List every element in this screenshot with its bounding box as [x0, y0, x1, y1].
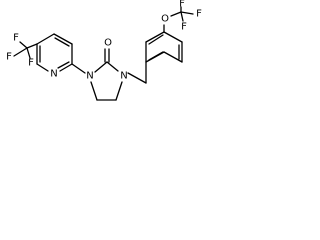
bond: [148, 51, 164, 61]
bond: [26, 43, 38, 49]
bond: [106, 61, 119, 72]
bond: [180, 11, 184, 22]
fluorine-label: F: [179, 0, 185, 10]
fluorine-label: F: [196, 9, 202, 20]
bond: [90, 81, 98, 101]
bond: [127, 72, 147, 84]
imidazolidinone-nitrogen-label: N: [86, 71, 93, 82]
bond: [26, 47, 31, 59]
fluorine-label: F: [28, 58, 34, 69]
bond: [54, 37, 70, 47]
bond: [148, 34, 164, 45]
atom-labels: F F F N N N O O F F F: [6, 0, 202, 82]
carbonyl-oxygen-label: O: [104, 38, 112, 49]
bond: [36, 33, 55, 45]
bond: [145, 31, 165, 43]
fluorine-label: F: [181, 22, 187, 33]
bond-lines: [13, 6, 194, 101]
ether-oxygen-label: O: [161, 14, 169, 25]
bond: [53, 33, 73, 45]
bond: [71, 63, 86, 74]
imidazolidinone-nitrogen-label: N: [120, 71, 127, 82]
chemical-structure: F F F N N N O O F F F: [6, 0, 202, 101]
fluorine-label: F: [13, 33, 19, 44]
bond: [19, 41, 28, 49]
bond: [170, 11, 182, 17]
bond: [13, 47, 28, 57]
bond: [163, 51, 183, 63]
fluorine-label: F: [6, 52, 12, 63]
pyridine-nitrogen-label: N: [50, 69, 57, 80]
bond: [59, 63, 73, 72]
bond: [115, 81, 123, 101]
bond: [57, 61, 70, 69]
bond: [94, 61, 108, 73]
bond: [163, 31, 183, 43]
bond: [180, 11, 194, 15]
bond: [36, 63, 49, 72]
